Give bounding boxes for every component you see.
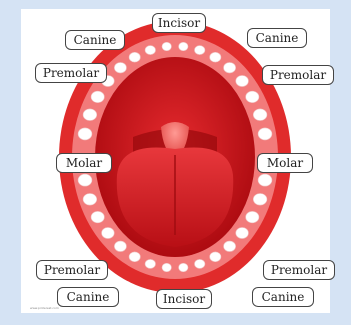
tooth: [162, 263, 171, 271]
label-molar-right: Molar: [257, 153, 313, 173]
tooth: [78, 174, 92, 186]
tooth: [91, 211, 104, 222]
tooth: [224, 241, 236, 251]
credit-text: www.pinterest.com: [30, 306, 59, 310]
label-molar-left: Molar: [56, 153, 112, 173]
label-incisor-bottom: Incisor: [156, 289, 212, 309]
tooth: [114, 63, 126, 73]
tooth: [102, 228, 115, 239]
label-premolar-top-right: Premolar: [262, 65, 334, 85]
tooth: [162, 42, 171, 50]
tooth: [78, 128, 92, 140]
tooth: [210, 252, 221, 262]
label-premolar-top-left: Premolar: [35, 63, 107, 83]
label-premolar-bottom-right: Premolar: [263, 260, 335, 280]
tooth: [145, 46, 155, 55]
tooth: [195, 259, 205, 268]
label-incisor-top: Incisor: [152, 13, 206, 33]
tooth: [246, 91, 259, 102]
tooth: [258, 174, 272, 186]
tooth: [91, 91, 104, 102]
tooth: [179, 42, 188, 50]
tooth: [114, 241, 126, 251]
tooth: [195, 46, 205, 55]
tooth: [83, 194, 97, 206]
tooth: [246, 211, 259, 222]
tooth: [129, 252, 140, 262]
tooth: [83, 109, 97, 121]
tooth: [253, 109, 267, 121]
label-premolar-bottom-left: Premolar: [36, 260, 108, 280]
tooth: [236, 76, 249, 87]
tooth: [236, 228, 249, 239]
tooth: [129, 52, 140, 62]
tooth: [258, 128, 272, 140]
label-canine-bottom-right: Canine: [252, 287, 314, 307]
label-canine-bottom-left: Canine: [57, 287, 119, 307]
tooth: [179, 263, 188, 271]
tooth: [210, 52, 221, 62]
tooth: [145, 259, 155, 268]
label-canine-top-left: Canine: [65, 30, 125, 50]
tooth: [253, 194, 267, 206]
tooth: [224, 63, 236, 73]
label-canine-top-right: Canine: [247, 28, 307, 48]
